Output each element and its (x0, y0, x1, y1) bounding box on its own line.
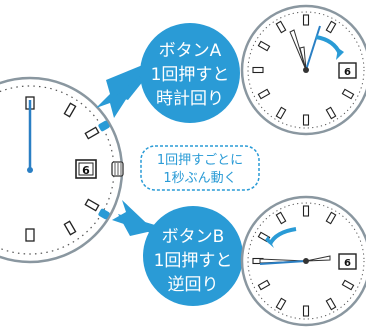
marker-6 (25, 228, 35, 242)
callout-a-line2: 1回押すと (151, 65, 230, 85)
marker-4 (84, 198, 100, 212)
watch-b-date: 6 (344, 258, 351, 269)
callout-a-bubble (140, 23, 240, 123)
marker-2 (84, 126, 100, 140)
main-hand-pivot (27, 167, 33, 173)
callout-a-line1: ボタンA (159, 41, 222, 61)
date-window-value: 6 (82, 164, 90, 177)
callout-a-line3: 時計回り (156, 89, 224, 109)
callout-b-line1: ボタンB (162, 227, 225, 247)
watch-a-date: 6 (344, 67, 351, 78)
marker-5 (63, 220, 77, 236)
note-line1: 1回押すごとに (157, 152, 243, 168)
button-a[interactable] (98, 120, 111, 132)
watch-b-counterclockwise: 6 (240, 195, 366, 327)
watch-a-second-hand (305, 25, 321, 71)
note-line2: 1秒ぶん動く (163, 171, 236, 186)
callout-b-line2: 1回押すと (154, 251, 233, 271)
callout-b-line3: 逆回り (168, 275, 219, 295)
button-b[interactable] (98, 208, 111, 220)
watch-a-clockwise: 6 (240, 4, 366, 136)
watch-b-second-hand (259, 260, 307, 265)
note-box (140, 145, 260, 191)
callout-b-bubble (143, 206, 243, 306)
arrow-a (96, 62, 150, 118)
main-watch-face: 6 (0, 76, 124, 264)
counterclockwise-arrow (268, 227, 297, 246)
marker-1 (63, 102, 77, 118)
